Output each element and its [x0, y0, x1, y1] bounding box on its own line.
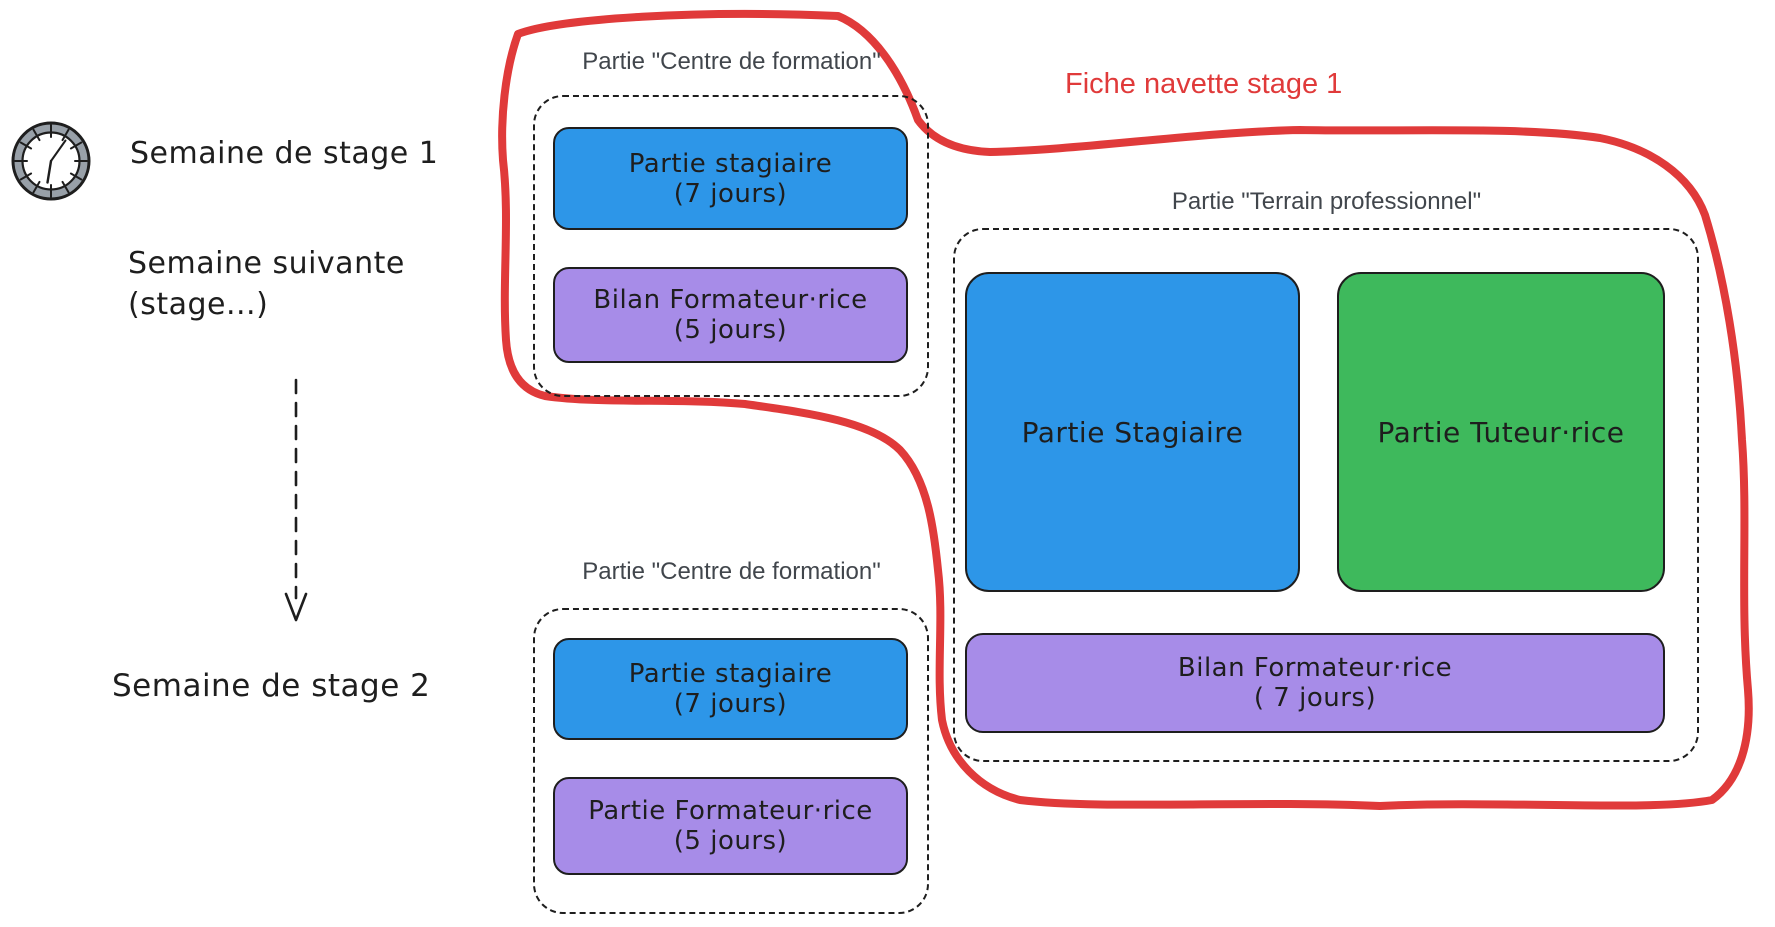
terrain-stagiaire-text: Partie Stagiaire: [1021, 415, 1244, 449]
terrain-tuteur-box: Partie Tuteur·rice: [1337, 272, 1665, 592]
centre1-stagiaire-box: Partie stagiaire (7 jours): [553, 127, 908, 230]
timeline-step-next: Semaine suivante (stage...): [128, 244, 405, 325]
centre1-bilan-line2: (5 jours): [673, 315, 788, 345]
centre2-stagiaire-line2: (7 jours): [673, 689, 788, 719]
centre2-stagiaire-box: Partie stagiaire (7 jours): [553, 638, 908, 740]
centre1-stagiaire-line1: Partie stagiaire: [628, 148, 833, 179]
centre2-stagiaire-line1: Partie stagiaire: [628, 659, 833, 689]
timeline-step-2: Semaine de stage 2: [112, 668, 431, 704]
centre1-group: [533, 95, 929, 397]
centre2-formateur-box: Partie Formateur·rice (5 jours): [553, 777, 908, 875]
terrain-stagiaire-box: Partie Stagiaire: [965, 272, 1300, 592]
dashed-down-arrow-icon: [284, 378, 308, 622]
centre1-label: Partie "Centre de formation": [582, 48, 881, 75]
terrain-bilan-box: Bilan Formateur·rice ( 7 jours): [965, 633, 1665, 733]
centre2-formateur-line1: Partie Formateur·rice: [588, 796, 873, 826]
centre2-group: [533, 608, 929, 914]
clock-icon: [11, 121, 91, 201]
timeline-step-next-line2: (stage...): [128, 286, 269, 322]
centre1-stagiaire-line2: (7 jours): [673, 178, 788, 209]
terrain-group: [953, 228, 1699, 762]
timeline-step-1: Semaine de stage 1: [130, 136, 439, 171]
centre1-bilan-box: Bilan Formateur·rice (5 jours): [553, 267, 908, 363]
centre2-formateur-line2: (5 jours): [673, 826, 788, 856]
terrain-tuteur-text: Partie Tuteur·rice: [1377, 415, 1625, 449]
centre1-bilan-line1: Bilan Formateur·rice: [593, 285, 868, 315]
centre2-label: Partie "Centre de formation": [582, 558, 881, 585]
timeline-step-next-line1: Semaine suivante: [128, 246, 405, 281]
diagram-title: Fiche navette stage 1: [1065, 68, 1343, 100]
terrain-label: Partie "Terrain professionnel": [1171, 188, 1482, 215]
terrain-bilan-line2: ( 7 jours): [1253, 683, 1377, 713]
terrain-bilan-line1: Bilan Formateur·rice: [1177, 653, 1453, 683]
